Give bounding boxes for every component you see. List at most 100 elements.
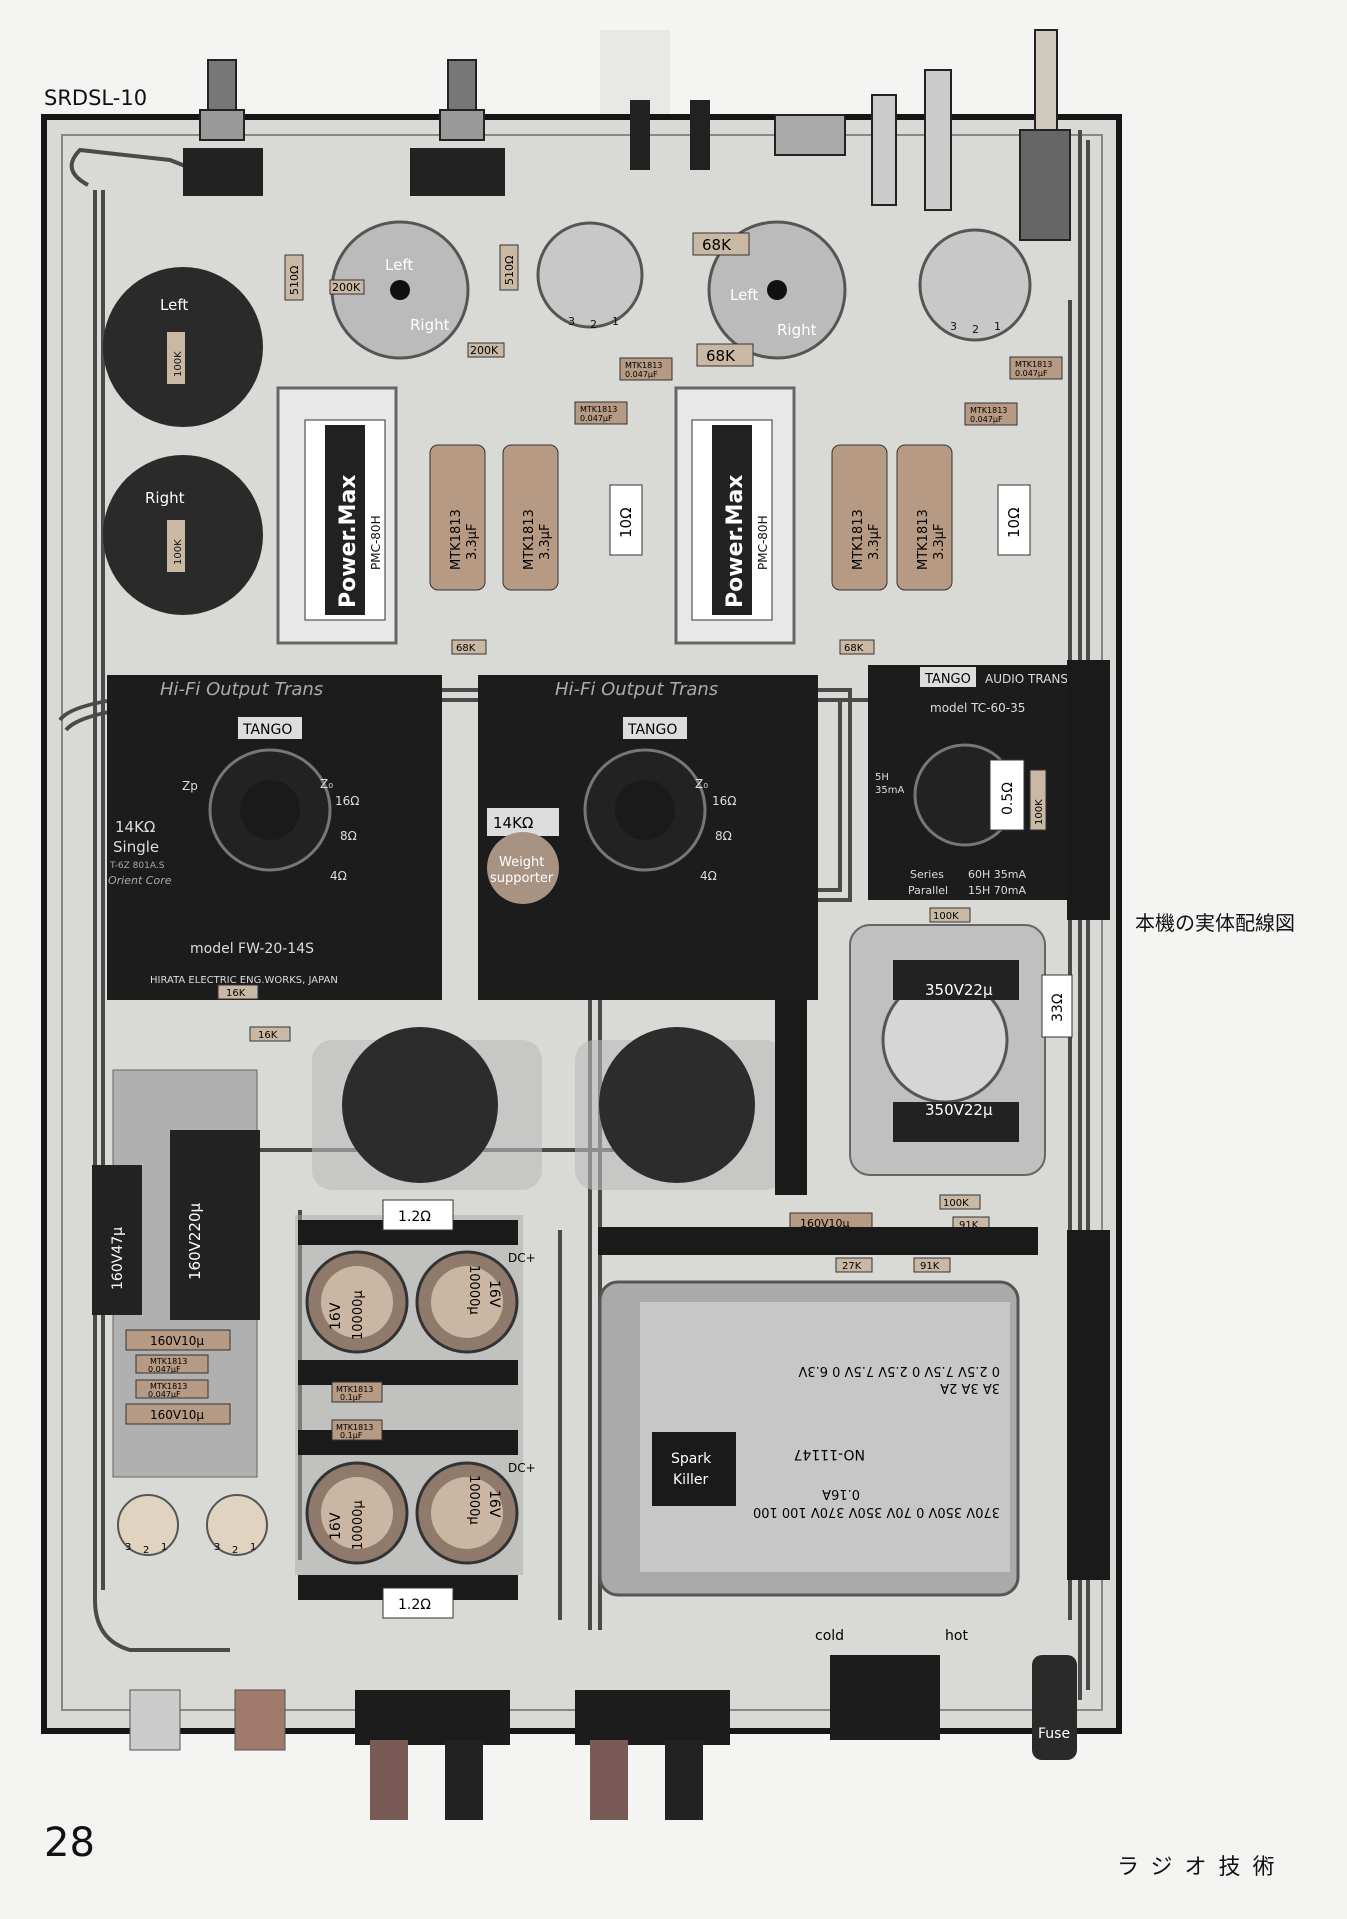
svg-text:160V10µ: 160V10µ: [150, 1334, 204, 1348]
svg-text:14KΩ: 14KΩ: [493, 814, 533, 832]
svg-text:Parallel: Parallel: [908, 884, 948, 897]
svg-text:16V: 16V: [486, 1490, 502, 1518]
resistor-91k-2: 91K: [913, 1257, 951, 1273]
svg-text:200K: 200K: [470, 344, 499, 357]
cap-160v10-left: 160V10µ: [125, 1329, 231, 1351]
terminal-strip-right: [1067, 660, 1110, 1580]
svg-text:MTK1813: MTK1813: [916, 509, 931, 570]
cap-10000-4: 16V 10000µ: [415, 1461, 519, 1565]
svg-text:16K: 16K: [226, 988, 246, 999]
resistor-100k-top: 100K: [929, 907, 971, 923]
magazine-name: ラジオ技術: [1117, 1855, 1287, 1880]
output-transformer-right: Hi-Fi Output Trans TANGO Z₀ 16Ω 8Ω 4Ω 14…: [478, 675, 818, 1000]
cap-160v47: 160V47µ: [92, 1165, 142, 1315]
svg-text:model TC-60-35: model TC-60-35: [930, 701, 1025, 715]
svg-text:370V 350V 0 70V 350V 370V 1: 370V 350V 0 70V 350V 370V 100 100: [753, 1504, 1000, 1519]
cap-160v10-left-2: 160V10µ: [125, 1403, 231, 1425]
svg-text:510Ω: 510Ω: [503, 256, 516, 285]
resistor-510-left: 510Ω: [284, 254, 304, 301]
svg-text:MTK1813: MTK1813: [449, 509, 464, 570]
svg-text:27K: 27K: [842, 1261, 862, 1272]
svg-text:4Ω: 4Ω: [330, 869, 347, 883]
svg-text:10000µ: 10000µ: [466, 1475, 481, 1525]
resistor-10-left: 10Ω: [609, 484, 643, 556]
svg-text:16V: 16V: [328, 1512, 344, 1540]
svg-text:350V22µ: 350V22µ: [925, 1101, 993, 1119]
svg-text:1.2Ω: 1.2Ω: [398, 1597, 431, 1613]
resistor-16k-1: 16K: [217, 984, 259, 1000]
svg-text:Spark: Spark: [671, 1451, 712, 1467]
svg-text:68K: 68K: [702, 236, 732, 254]
svg-text:Power.Max: Power.Max: [723, 475, 748, 608]
svg-text:Fuse: Fuse: [1038, 1726, 1070, 1742]
resistor-510-right: 510Ω: [499, 244, 519, 291]
svg-text:100K: 100K: [943, 1198, 969, 1209]
svg-text:35mA: 35mA: [875, 785, 904, 796]
svg-text:MTK1813: MTK1813: [150, 1357, 187, 1366]
svg-text:14KΩ: 14KΩ: [115, 818, 155, 836]
svg-text:Orient Core: Orient Core: [108, 874, 172, 887]
svg-text:15H 70mA: 15H 70mA: [968, 884, 1026, 897]
svg-text:MTK1813: MTK1813: [625, 361, 662, 370]
svg-text:TANGO: TANGO: [627, 722, 677, 738]
svg-text:Series: Series: [910, 868, 944, 881]
svg-text:510Ω: 510Ω: [288, 266, 301, 295]
resistor-33: 33Ω: [1041, 974, 1073, 1038]
svg-text:0.047µF: 0.047µF: [625, 370, 658, 379]
svg-text:1: 1: [250, 1542, 256, 1553]
resistor-200k-left: 200K: [329, 279, 365, 295]
svg-text:16Ω: 16Ω: [712, 794, 736, 808]
svg-text:3.3µF: 3.3µF: [465, 524, 480, 560]
svg-text:Hi-Fi Output Trans: Hi-Fi Output Trans: [160, 679, 323, 700]
svg-text:0.1µF: 0.1µF: [340, 1393, 363, 1402]
svg-text:1: 1: [161, 1542, 167, 1553]
svg-text:model FW-20-14S: model FW-20-14S: [190, 941, 314, 957]
svg-text:0.1µF: 0.1µF: [340, 1431, 363, 1440]
resistor-1r2-bottom: 1.2Ω: [382, 1587, 454, 1619]
svg-text:100K: 100K: [1034, 799, 1045, 825]
svg-text:Killer: Killer: [673, 1472, 708, 1488]
dc-plus-top: DC+: [508, 1251, 536, 1265]
svg-text:200K: 200K: [332, 281, 361, 294]
svg-text:Right: Right: [145, 489, 185, 507]
svg-text:PMC-80H: PMC-80H: [756, 515, 770, 570]
svg-text:91K: 91K: [959, 1220, 979, 1231]
svg-text:AUDIO TRANS: AUDIO TRANS: [985, 672, 1068, 686]
svg-text:MTK1813: MTK1813: [1015, 360, 1052, 369]
svg-text:10000µ: 10000µ: [351, 1290, 366, 1340]
svg-text:0.16A: 0.16A: [822, 1486, 860, 1501]
resistor-16k-2: 16K: [249, 1026, 291, 1042]
output-transformer-left: Hi-Fi Output Trans TANGO Zp Z₀ 16Ω 8Ω 4Ω…: [107, 675, 442, 1000]
svg-text:3A 3A: 3A 3A 2A: [940, 1380, 1000, 1395]
svg-text:MTK1813: MTK1813: [970, 406, 1007, 415]
svg-text:160V10µ: 160V10µ: [800, 1217, 850, 1230]
page-number: 28: [44, 1820, 95, 1866]
label-cold: cold: [815, 1628, 844, 1644]
svg-text:60H 35mA: 60H 35mA: [968, 868, 1026, 881]
svg-text:0 2.5V 7.5V 0 2.5V 7.5V 0: 0 2.5V 7.5V 0 2.5V 7.5V 0 6.3V: [798, 1363, 1000, 1378]
svg-text:Single: Single: [113, 838, 159, 856]
driver-transformer-right: Power.Max PMC-80H: [674, 386, 796, 645]
svg-text:0.047µF: 0.047µF: [970, 415, 1003, 424]
volume-pot-right: Right 100K: [103, 455, 263, 615]
svg-text:16Ω: 16Ω: [335, 794, 359, 808]
svg-text:Zp: Zp: [182, 779, 198, 793]
svg-text:68K: 68K: [456, 643, 476, 654]
dc-plus-bottom: DC+: [508, 1461, 536, 1475]
svg-text:16V: 16V: [486, 1280, 502, 1308]
svg-text:3: 3: [125, 1542, 131, 1553]
svg-text:NO-11147: NO-11147: [794, 1446, 865, 1462]
choke-tc-60-35: TANGO AUDIO TRANS model TC-60-35 5H 35mA…: [868, 665, 1068, 900]
svg-text:0.047µF: 0.047µF: [580, 414, 613, 423]
svg-text:100K: 100K: [173, 539, 184, 565]
label-hot: hot: [945, 1628, 968, 1644]
resistor-1r2-top: 1.2Ω: [382, 1199, 454, 1231]
svg-text:2: 2: [143, 1545, 149, 1556]
